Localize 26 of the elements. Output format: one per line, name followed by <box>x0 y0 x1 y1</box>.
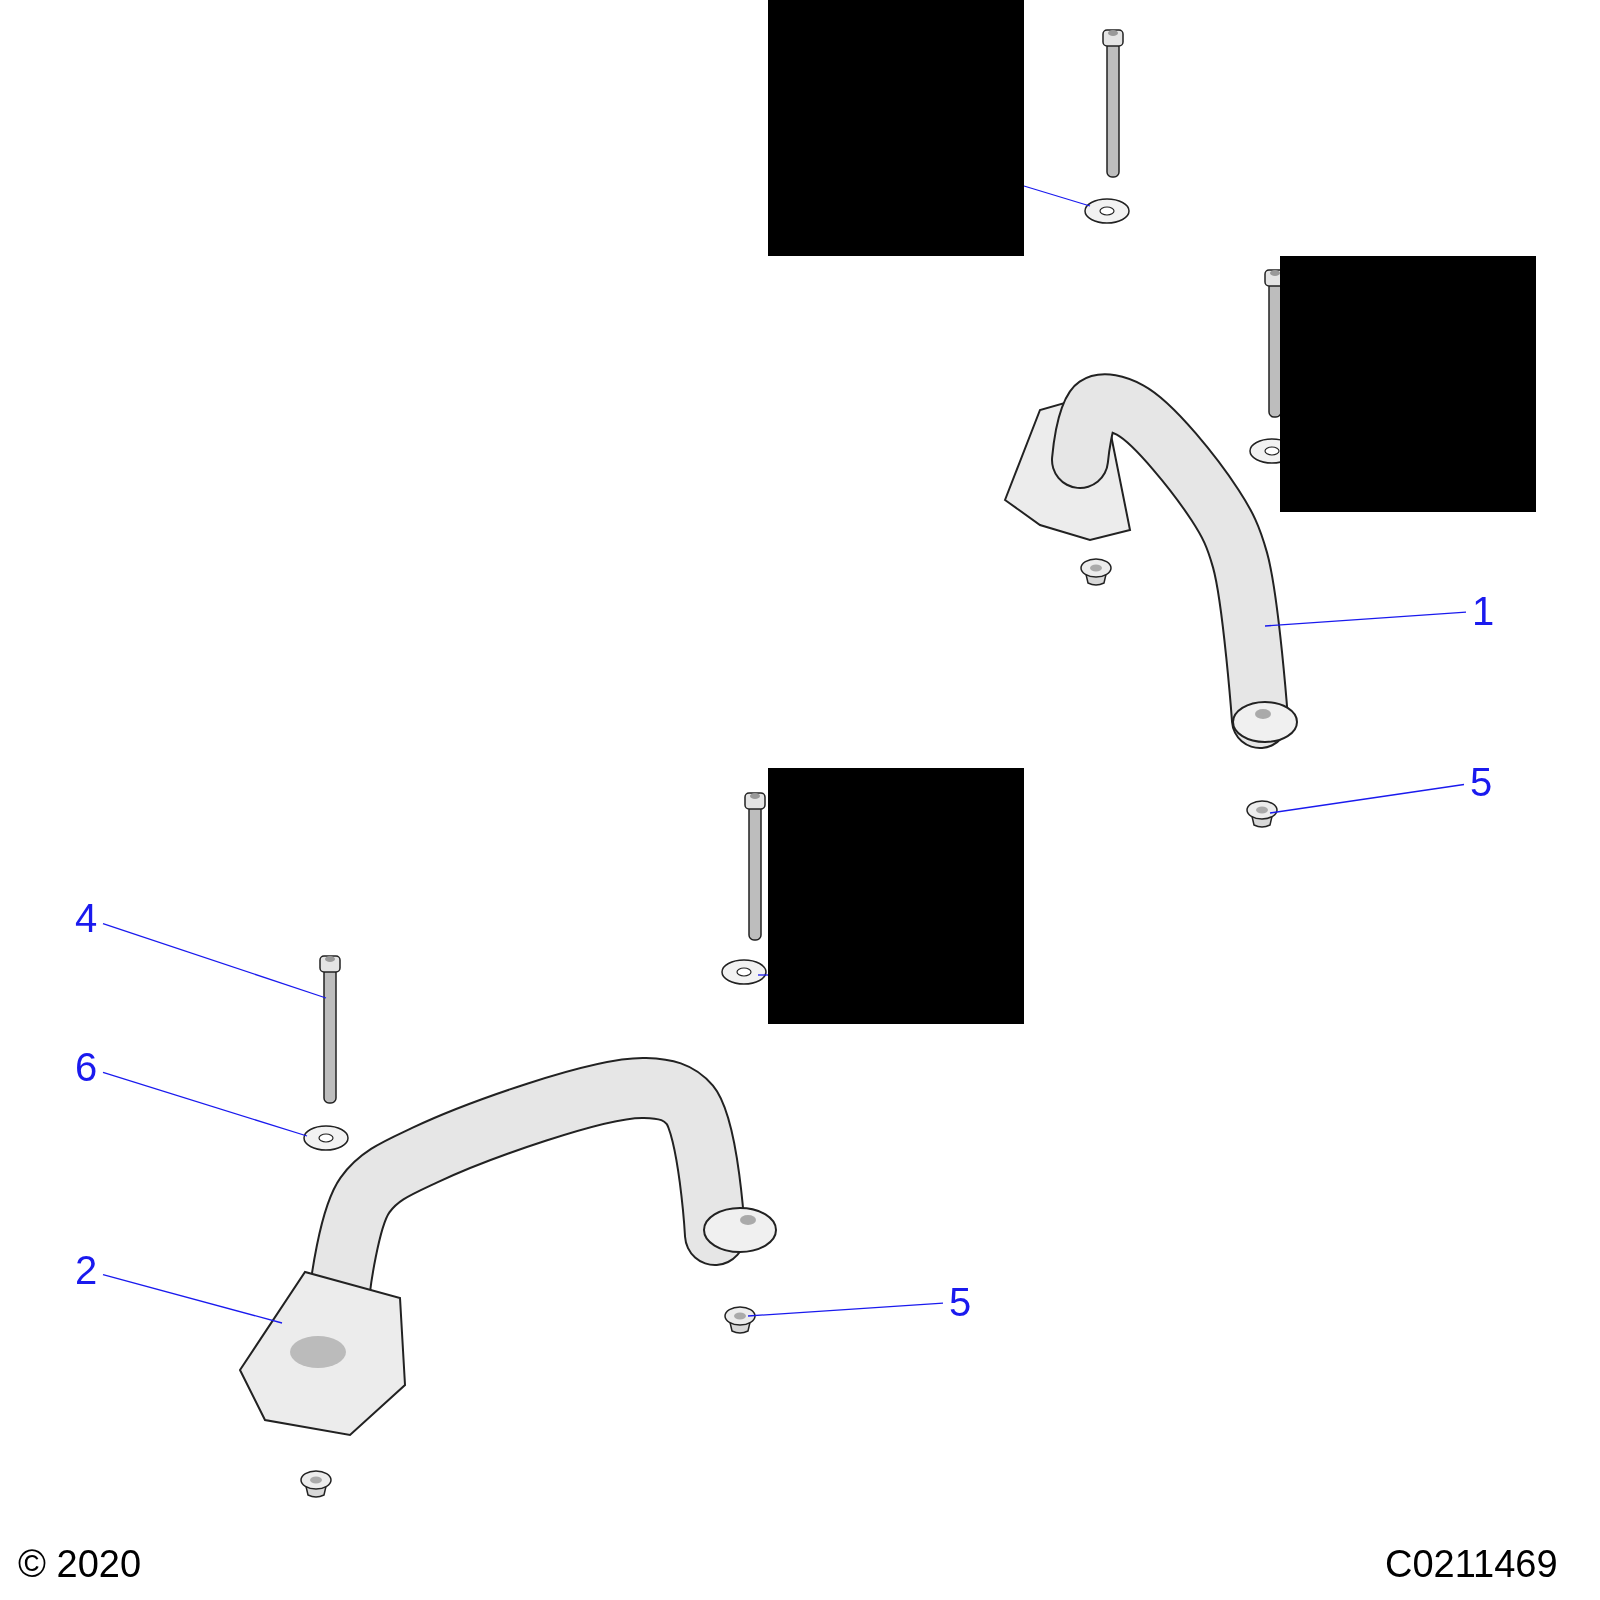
figure-code: C0211469 <box>1385 1542 1558 1586</box>
leader-line <box>1264 611 1467 627</box>
redaction-block <box>768 0 1024 256</box>
leader-line <box>757 974 769 976</box>
nut-drawing <box>724 1306 756 1334</box>
leader-line <box>1269 783 1465 814</box>
redaction-block <box>1280 256 1536 512</box>
leader-line <box>747 1302 944 1317</box>
leader-line <box>102 923 327 999</box>
washer-drawing <box>1084 198 1130 224</box>
callout-number: 5 <box>943 1280 977 1324</box>
washer-drawing <box>721 959 767 985</box>
callout-number: 6 <box>69 1045 103 1089</box>
nut-drawing <box>1246 800 1278 828</box>
leader-line <box>102 1273 283 1324</box>
redaction-block <box>768 768 1024 1024</box>
grab-handle-drawing <box>1003 373 1298 749</box>
callout-number: 4 <box>69 896 103 940</box>
callout-number: 5 <box>1464 760 1498 804</box>
copyright-notice: © 2020 <box>18 1542 142 1586</box>
callout-number: 1 <box>1466 589 1500 633</box>
callout-number: 2 <box>69 1248 103 1292</box>
grab-handle-drawing <box>238 1057 777 1437</box>
bolt-drawing <box>319 955 341 1104</box>
leader-line <box>102 1071 308 1137</box>
leader-line <box>1023 185 1091 207</box>
